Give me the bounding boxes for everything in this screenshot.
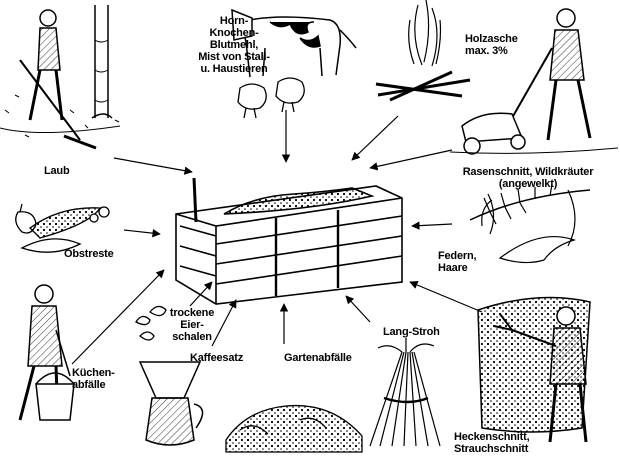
hedge-trimming-person-icon: [477, 296, 591, 443]
chicken-icon: [237, 77, 305, 119]
raking-person-icon: [0, 5, 121, 150]
fruit-scraps-icon: [15, 203, 110, 253]
label-heckenschnitt: Heckenschnitt, Strauchschnitt: [454, 431, 530, 455]
compost-bin-icon: [175, 177, 403, 305]
arrow-kaffeesatz: [211, 299, 237, 347]
arrow-heckenschnitt: [409, 281, 483, 313]
label-gartenabfaelle: Gartenabfälle: [284, 352, 352, 364]
arrow-langstroh: [345, 295, 371, 323]
arrow-eierschalen: [189, 281, 213, 307]
arrow-laub: [113, 157, 193, 175]
label-mist: Horn- Knochen- Blutmehl, Mist von Stall-…: [198, 15, 270, 75]
arrows: [71, 110, 483, 365]
garden-waste-icon: [225, 404, 363, 453]
straw-bundle-icon: [369, 338, 441, 447]
label-federn: Federn, Haare: [438, 250, 477, 274]
label-eierschalen: trockene Eier- schalen: [169, 307, 215, 343]
arrow-rasenschnitt: [369, 149, 453, 171]
label-holzasche: Holzasche max. 3%: [465, 33, 518, 57]
arrow-holzasche: [351, 115, 399, 161]
egg-shells-icon: [135, 305, 167, 341]
label-langstroh: Lang-Stroh: [383, 326, 440, 338]
cow-icon: [231, 8, 357, 78]
label-laub: Laub: [44, 165, 70, 177]
coffee-pot-icon: [138, 361, 204, 446]
feather-icon: [469, 183, 591, 264]
arrow-kuechenabfaelle: [71, 269, 165, 365]
arrow-obstreste: [123, 228, 161, 238]
label-kaffeesatz: Kaffeesatz: [190, 352, 244, 364]
lawnmower-person-icon: [449, 8, 619, 155]
label-rasenschnitt: Rasenschnitt, Wildkräuter (angewelkt): [462, 166, 594, 190]
fire-icon: [375, 0, 471, 102]
arrow-federn: [411, 221, 453, 230]
label-kuechenabfaelle: Küchen- abfälle: [72, 367, 115, 391]
label-obstreste: Obstreste: [64, 248, 114, 260]
bucket-person-icon: [18, 284, 75, 421]
